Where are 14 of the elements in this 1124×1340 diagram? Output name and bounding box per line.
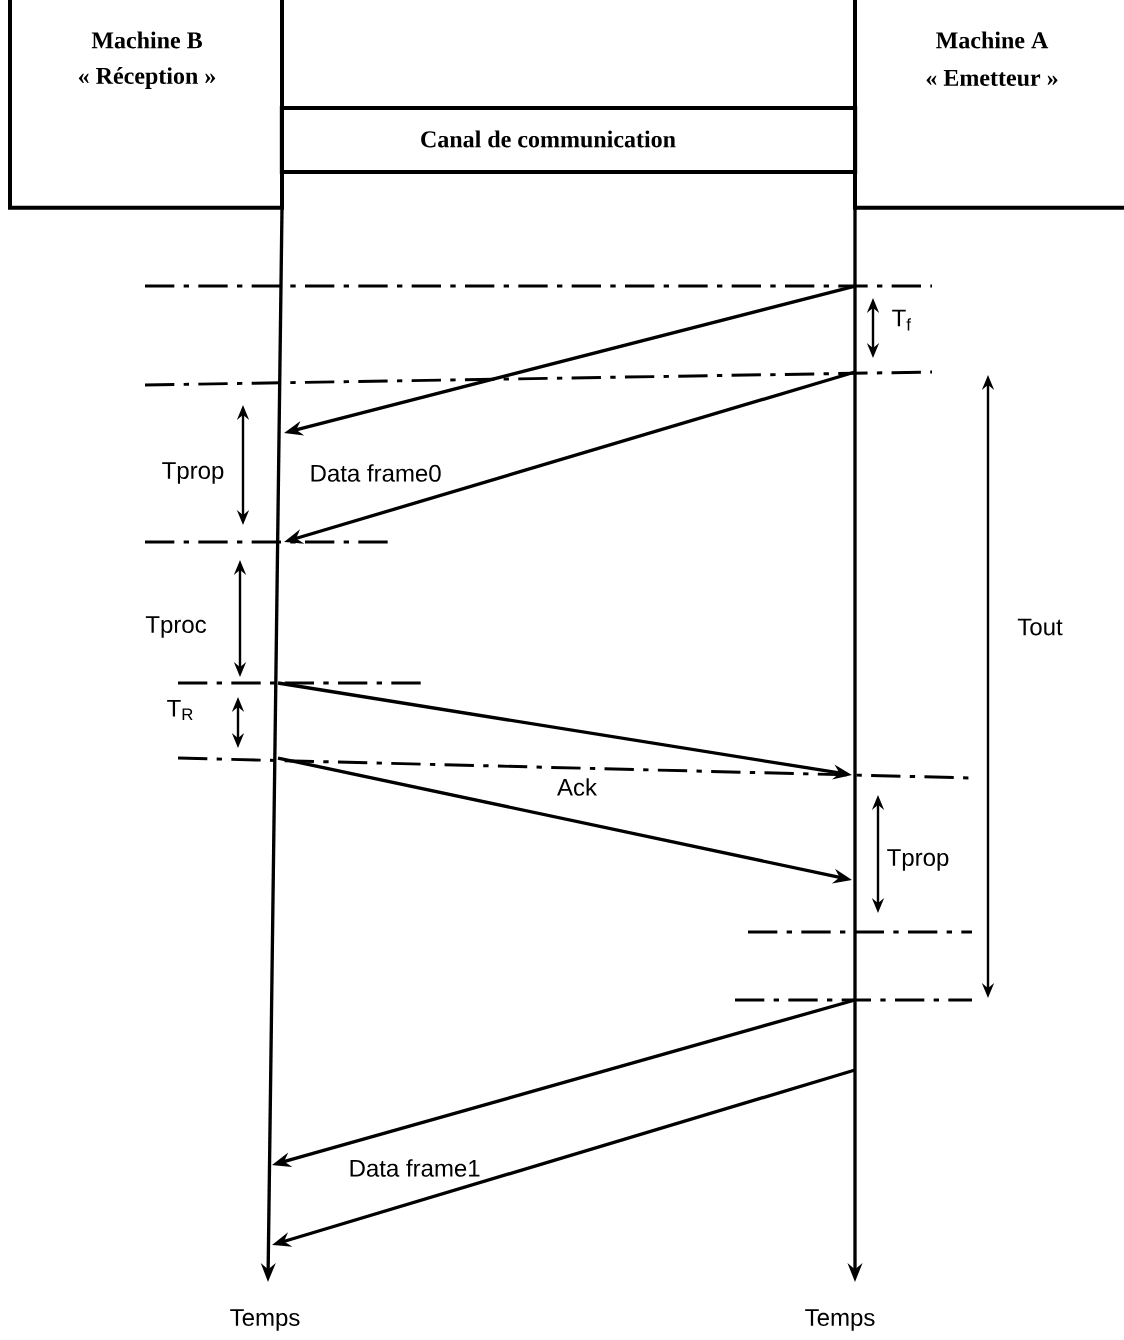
message-label: Data frame1 (350, 1159, 480, 1177)
message-label: Data frame0 (311, 464, 441, 482)
duration-label: Tprop (887, 849, 949, 871)
duration-label: T$_{f}$ (892, 309, 911, 331)
duration-label: Tout (1017, 618, 1063, 636)
time-label: Temps (230, 1309, 300, 1331)
duration-label: Tprop (162, 462, 224, 484)
channel-box: Canal de communication (279, 106, 858, 174)
message-label: Ack (557, 778, 598, 796)
machine-box: Machine A « Emetteur » (853, 0, 1124, 210)
machine-box: Machine B « Réception » (8, 0, 284, 210)
duration-label: Tproc (145, 616, 207, 638)
duration-label: T$_{R}$ (167, 699, 193, 721)
time-label: Temps (805, 1309, 875, 1331)
